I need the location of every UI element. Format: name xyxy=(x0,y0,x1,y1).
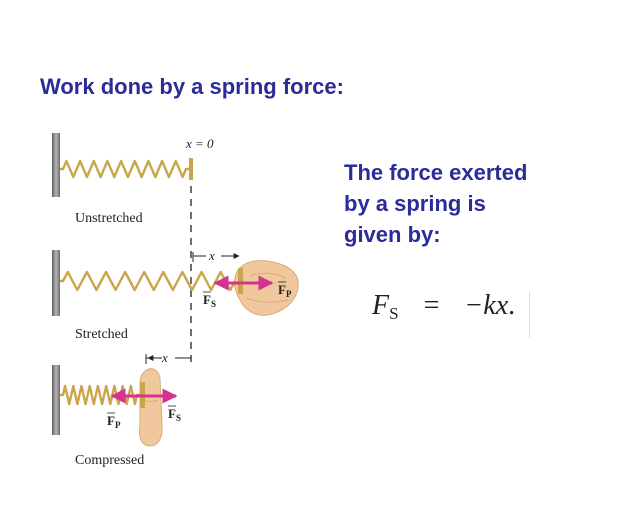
springs-group xyxy=(60,159,238,406)
wall-icon-unstretched xyxy=(52,133,60,197)
slide-title: Work done by a spring force: xyxy=(40,74,344,99)
origin-label: x = 0 xyxy=(185,136,214,151)
applied-force-label-stretched: FP xyxy=(278,282,292,299)
vector-accents xyxy=(107,281,286,414)
formula-divider xyxy=(529,292,530,338)
hand-icon-stretched xyxy=(233,260,299,316)
label-unstretched: Unstretched xyxy=(75,211,143,226)
spring-force-label-stretched: FS xyxy=(203,292,216,309)
hookes-law-formula: FS = −kx. xyxy=(372,290,516,323)
formula-lhs-sub: S xyxy=(389,304,399,323)
formula-lhs: F xyxy=(372,290,390,321)
formula-equals: = xyxy=(423,290,440,321)
spring-end-stretched xyxy=(238,268,243,294)
displacement-label-stretched: x xyxy=(208,248,215,263)
wall-icon-compressed xyxy=(52,365,60,435)
origin-label-text: x = 0 xyxy=(185,136,214,151)
description-line-1: The force exerted xyxy=(344,160,528,185)
coil-spring-unstretched xyxy=(60,159,189,179)
formula-period: . xyxy=(508,290,516,321)
spring-force-label-compressed: FS xyxy=(168,406,181,423)
label-stretched: Stretched xyxy=(75,327,128,342)
displacement-marker-stretched: x xyxy=(192,248,240,263)
spring-end-unstretched xyxy=(189,158,193,180)
label-compressed: Compressed xyxy=(75,453,144,468)
displacement-label-compressed: x xyxy=(161,350,168,365)
coil-spring-stretched xyxy=(60,270,238,292)
description-line-3: given by: xyxy=(344,222,441,247)
displacement-marker-compressed: x xyxy=(145,350,191,365)
formula-rhs: −kx xyxy=(464,290,509,321)
description-line-2: by a spring is xyxy=(344,191,486,216)
wall-icon-stretched xyxy=(52,250,60,316)
spring-force-description: The force exerted by a spring is given b… xyxy=(344,157,604,250)
applied-force-label-compressed: FP xyxy=(107,413,121,430)
hand-icon-compressed xyxy=(139,368,163,447)
